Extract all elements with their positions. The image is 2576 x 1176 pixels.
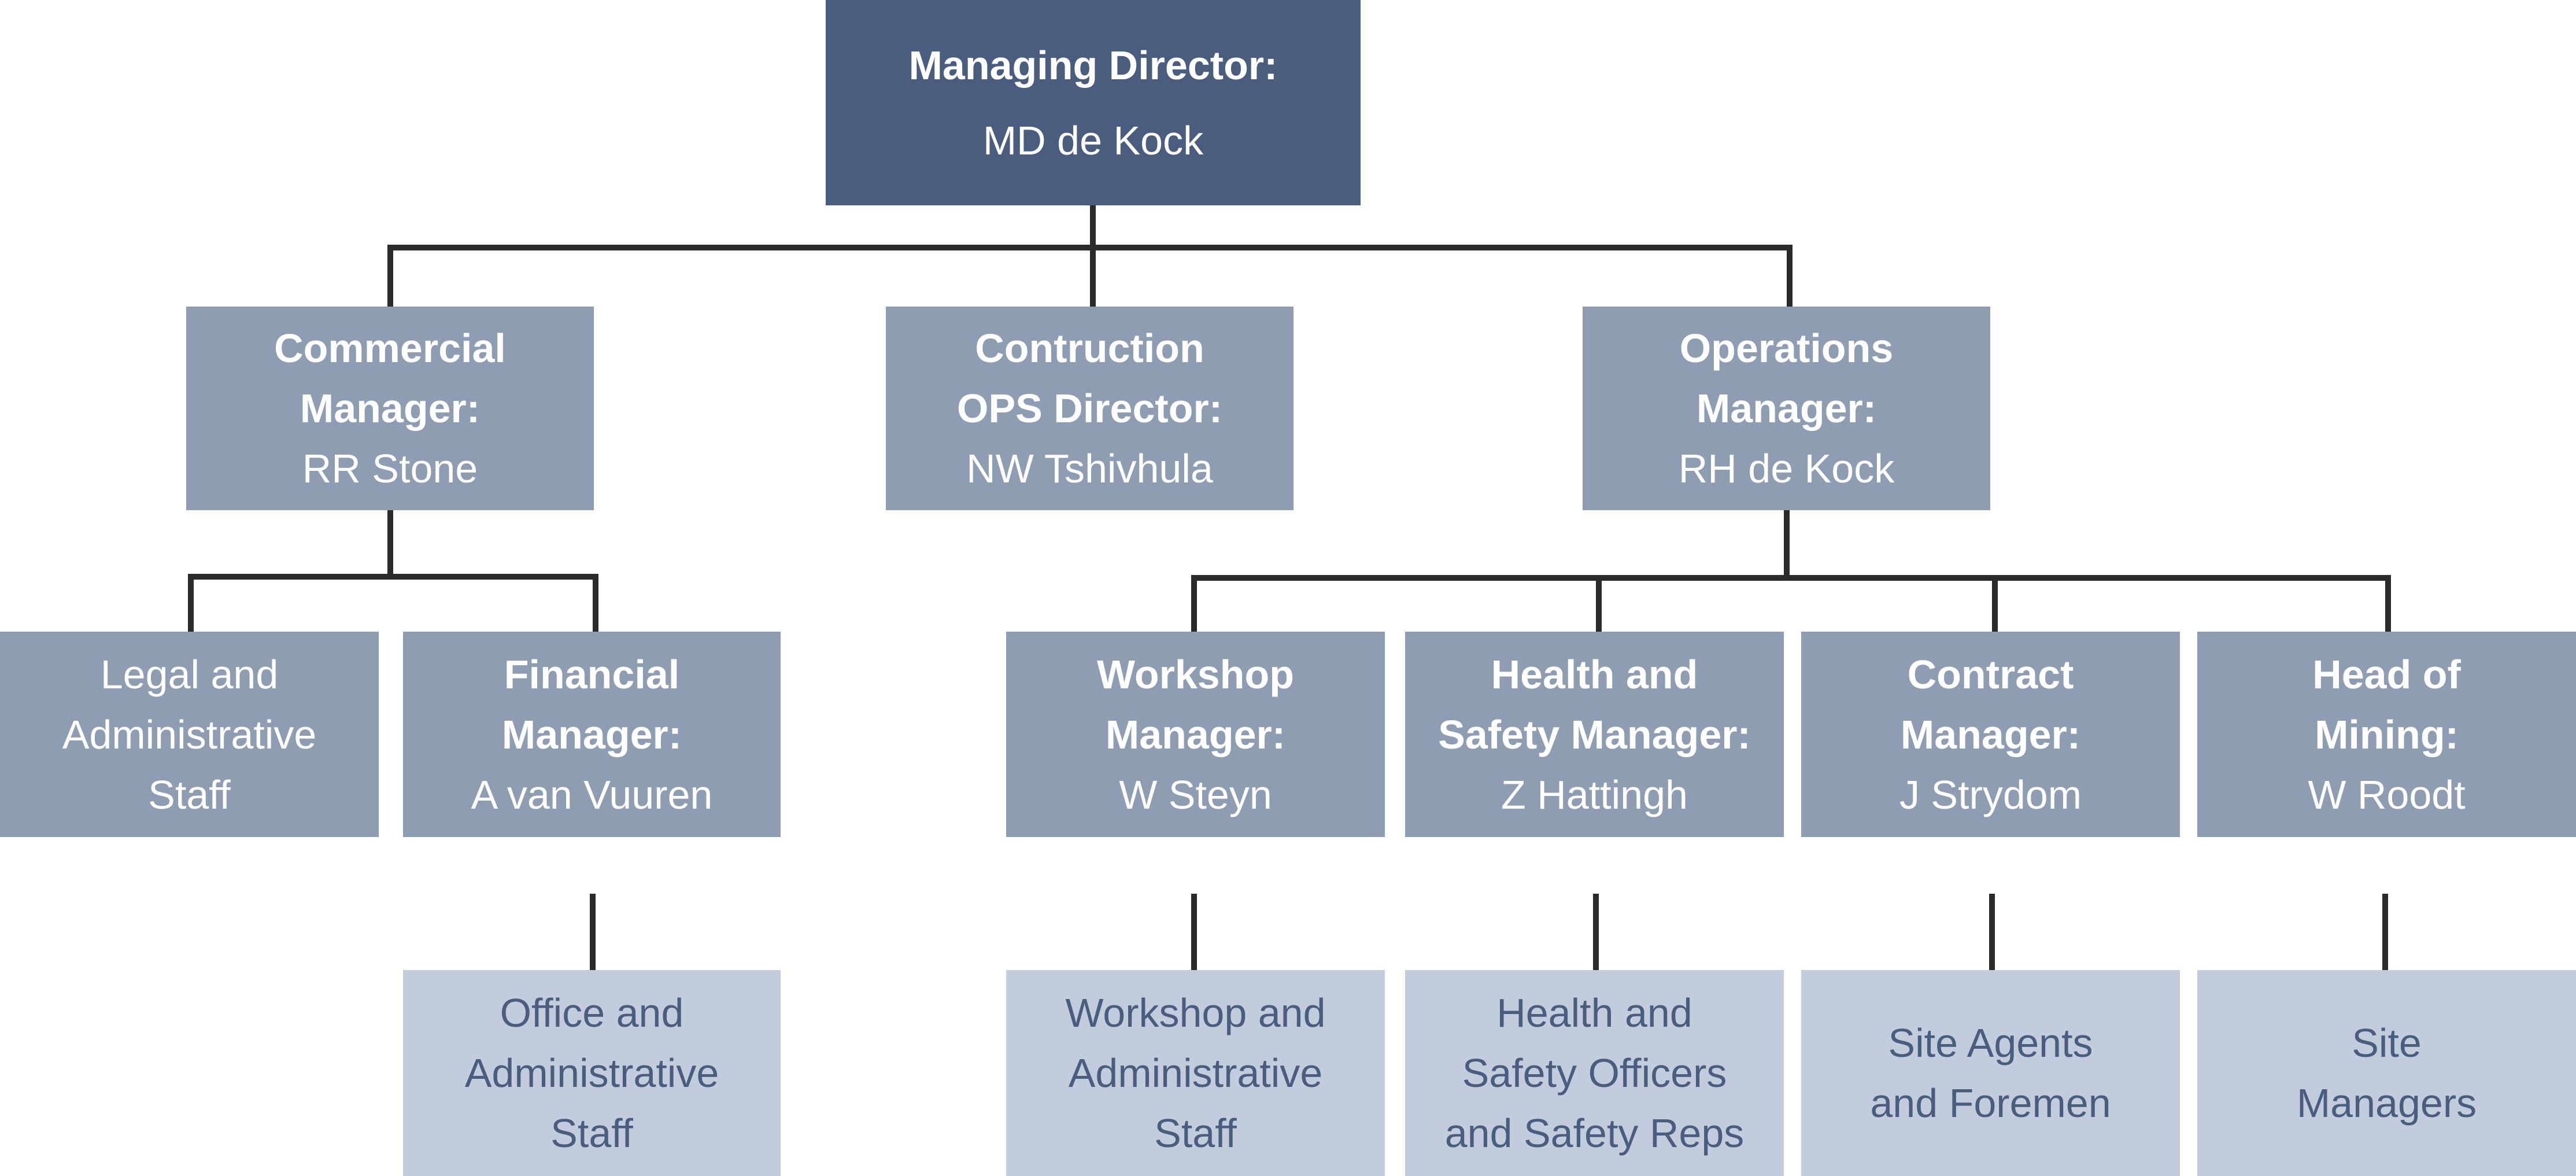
node-title: Manager: (1696, 386, 1877, 431)
connector-line (1191, 894, 1197, 970)
connector-line (1784, 510, 1790, 578)
node-title: Safety Manager: (1438, 712, 1751, 757)
connector-line (2385, 575, 2391, 632)
construction-ops-director-box: Contruction OPS Director: NW Tshivhula (886, 307, 1293, 510)
node-text: and Safety Reps (1444, 1111, 1745, 1156)
connector-line (1787, 245, 1793, 308)
node-person: W Roodt (2308, 772, 2466, 817)
connector-line (1191, 575, 1197, 632)
workshop-manager-box: Workshop Manager: W Steyn (1006, 632, 1385, 837)
node-text: Staff (550, 1111, 633, 1156)
node-title: Manager: (501, 712, 682, 757)
connector-line (590, 894, 596, 970)
connector-line (387, 245, 393, 308)
financial-manager-box: Financial Manager: A van Vuuren (403, 632, 781, 837)
managing-director-box: Managing Director: MD de Kock (826, 0, 1361, 205)
node-person: J Strydom (1899, 772, 2082, 817)
node-person: RR Stone (302, 446, 478, 491)
health-safety-manager-box: Health and Safety Manager: Z Hattingh (1405, 632, 1784, 837)
operations-manager-box: Operations Manager: RH de Kock (1583, 307, 1990, 510)
node-text: Staff (1154, 1111, 1237, 1156)
node-title: Contruction (975, 326, 1204, 371)
node-text: Health and (1496, 990, 1692, 1035)
commercial-manager-box: Commercial Manager: RR Stone (186, 307, 594, 510)
node-title: Managing Director: (908, 42, 1278, 88)
connector-line (1090, 245, 1096, 308)
connector-line (2382, 894, 2388, 970)
node-person: A van Vuuren (471, 772, 713, 817)
node-text: Legal and (100, 651, 279, 697)
connector-line (1090, 204, 1096, 250)
node-text: Site (2352, 1020, 2422, 1066)
node-text: Administrative (464, 1050, 719, 1096)
node-text: Administrative (1068, 1050, 1323, 1096)
node-title: Financial (504, 651, 680, 697)
connector-line (1593, 894, 1599, 970)
node-text: Workshop and (1065, 990, 1326, 1035)
connector-line (1191, 575, 2391, 581)
contract-manager-box: Contract Manager: J Strydom (1801, 632, 2180, 837)
node-text: Staff (148, 772, 231, 817)
node-title: Contract (1907, 651, 2074, 697)
node-title: Head of (2312, 651, 2461, 697)
connector-line (188, 574, 194, 632)
head-of-mining-box: Head of Mining: W Roodt (2197, 632, 2576, 837)
node-person: NW Tshivhula (966, 446, 1213, 491)
workshop-admin-staff-box: Workshop and Administrative Staff (1006, 970, 1385, 1176)
node-text: Safety Officers (1462, 1050, 1727, 1096)
legal-admin-staff-box: Legal and Administrative Staff (0, 632, 379, 837)
node-text: and Foremen (1870, 1081, 2111, 1126)
connector-line (1596, 575, 1602, 632)
node-person: MD de Kock (982, 117, 1204, 163)
node-title: Operations (1679, 326, 1894, 371)
node-person: Z Hattingh (1501, 772, 1688, 817)
node-title: Manager: (1900, 712, 2081, 757)
office-admin-staff-box: Office and Administrative Staff (403, 970, 781, 1176)
connector-line (188, 574, 598, 580)
node-title: OPS Director: (957, 386, 1222, 431)
node-title: Mining: (2315, 712, 2459, 757)
connector-line (1989, 894, 1995, 970)
node-title: Manager: (1105, 712, 1286, 757)
node-title: Workshop (1097, 651, 1294, 697)
site-agents-foremen-box: Site Agents and Foremen (1801, 970, 2180, 1176)
node-text: Office and (500, 990, 684, 1035)
node-text: Managers (2296, 1081, 2477, 1126)
connector-line (593, 574, 598, 632)
connector-line (387, 510, 393, 577)
node-person: W Steyn (1119, 772, 1272, 817)
node-text: Administrative (62, 712, 317, 757)
node-title: Manager: (300, 386, 481, 431)
safety-officers-box: Health and Safety Officers and Safety Re… (1405, 970, 1784, 1176)
node-text: Site Agents (1888, 1020, 2093, 1066)
node-person: RH de Kock (1678, 446, 1895, 491)
connector-line (1992, 575, 1998, 632)
site-managers-box: Site Managers (2197, 970, 2576, 1176)
node-title: Commercial (274, 326, 506, 371)
node-title: Health and (1491, 651, 1698, 697)
